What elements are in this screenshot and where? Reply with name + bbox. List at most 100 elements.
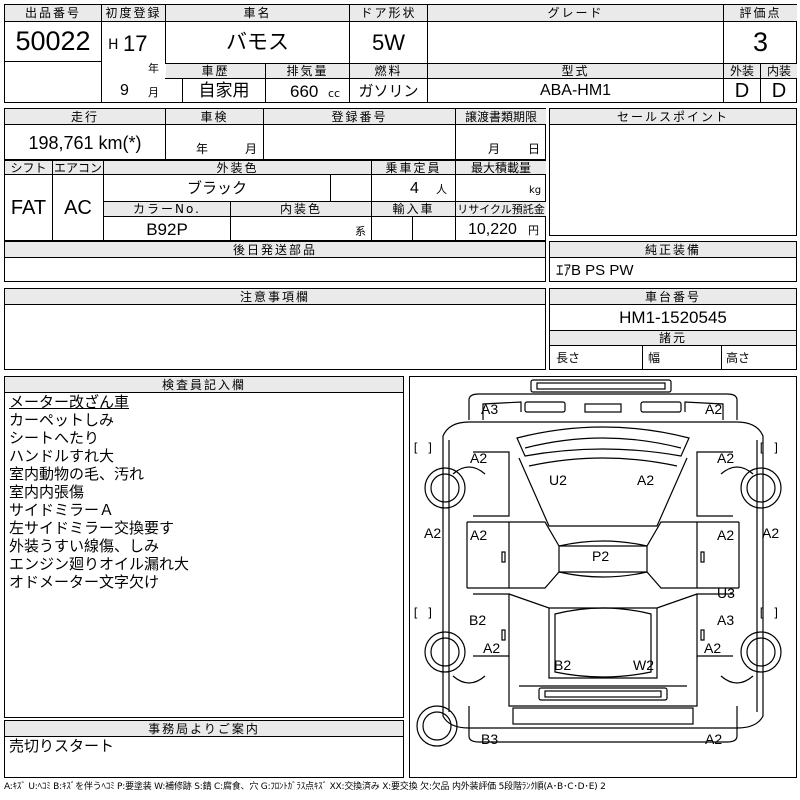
damage-mark: A3 (481, 401, 499, 417)
transfer-month: 月 (488, 142, 501, 156)
displacement-unit: cc (328, 87, 341, 100)
model-label: 型式 (428, 64, 723, 78)
damage-mark: A2 (705, 731, 723, 747)
load-unit: kg (529, 185, 542, 196)
first-reg-year: 17 (123, 31, 148, 56)
damage-mark: W2 (633, 657, 654, 673)
inspector-note-line: サイドミラーＡ (9, 501, 115, 519)
transfer-label: 譲渡書類期限 (456, 109, 546, 124)
fuel-value: ガソリン (358, 81, 419, 100)
inspector-note-line: 室内動物の毛、汚れ (9, 465, 145, 483)
inspector-note-line: ハンドルすれ大 (9, 447, 115, 465)
office-value: 売切りスタート (9, 737, 115, 755)
damage-mark: B2 (554, 657, 572, 673)
car-name: バモス (226, 30, 289, 54)
bracket-right-top: [ ] (758, 441, 780, 455)
inspector-note-line: カーペットしみ (9, 411, 115, 429)
recycle-unit: 円 (528, 224, 539, 237)
year-unit: 年 (148, 62, 159, 75)
car-diagram (416, 379, 782, 747)
mileage-label: 走行 (5, 109, 165, 124)
history-value: 自家用 (198, 80, 250, 101)
damage-mark: A3 (717, 612, 735, 628)
int-color-suffix: 系 (355, 225, 366, 238)
first-reg-month: 9 (120, 82, 129, 99)
damage-mark: A2 (704, 640, 722, 656)
displacement-value: 660 (290, 82, 319, 101)
height-label: 高さ (726, 351, 751, 365)
legend-text: A:ｷｽﾞ U:ﾍｺﾐ B:ｷｽﾞを伴うﾍｺﾐ P:要塗装 W:補修跡 S:錆 … (4, 782, 606, 792)
sales-point-label: セールスポイント (550, 109, 796, 124)
damage-mark: A2 (717, 450, 735, 466)
displacement-label: 排気量 (266, 64, 349, 78)
load-label: 最大積載量 (456, 161, 546, 174)
inspection-year: 年 (196, 142, 209, 156)
inspector-label: 検査員記入欄 (5, 377, 403, 392)
parts-later-label: 後日発送部品 (5, 242, 545, 257)
damage-mark: U2 (549, 472, 567, 488)
plate-label: 登録番号 (264, 109, 455, 124)
month-unit: 月 (148, 86, 159, 99)
aircon-label: エアコン (53, 160, 103, 175)
ext-color-value: ブラック (186, 178, 247, 197)
damage-mark: A2 (424, 525, 442, 541)
damage-mark: A2 (637, 472, 655, 488)
damage-mark: B2 (469, 612, 487, 628)
dims-label: 諸元 (550, 331, 796, 345)
exterior-value: D (734, 80, 750, 102)
mileage-value: 198,761 km(*) (28, 132, 142, 153)
int-color-label: 内装色 (231, 202, 371, 216)
capacity-unit: 人 (436, 183, 447, 196)
damage-mark: A2 (470, 450, 488, 466)
score-value: 3 (752, 27, 769, 57)
first-reg-label: 初度登録 (102, 5, 165, 21)
aircon-value: AC (64, 197, 92, 219)
fuel-label: 燃料 (350, 64, 427, 78)
shift-value: FAT (10, 197, 47, 219)
inspection-label: 車検 (166, 109, 263, 124)
width-label: 幅 (648, 351, 661, 365)
capacity-value: 4 (410, 180, 419, 197)
chassis-value: HM1-1520545 (619, 308, 727, 327)
sales-point-box (549, 108, 797, 236)
damage-mark: P2 (592, 548, 610, 564)
chassis-label: 車台番号 (550, 289, 796, 304)
damage-mark: A2 (762, 525, 780, 541)
bracket-right-mid: [ ] (758, 606, 780, 620)
interior-value: D (771, 80, 787, 102)
grade-value (428, 22, 723, 63)
genuine-label: 純正装備 (550, 242, 796, 257)
plate-value (264, 125, 455, 160)
transfer-day: 日 (528, 142, 541, 156)
color-no-label: カラーNo. (104, 202, 230, 216)
shift-label: シフト (5, 161, 52, 174)
inspection-month: 月 (245, 142, 258, 156)
bracket-left-top: [ ] (412, 441, 434, 455)
office-label: 事務局よりご案内 (5, 721, 403, 736)
color-no-value: B92P (146, 219, 188, 239)
inspector-note-line: 室内内張傷 (9, 483, 85, 501)
damage-mark: U3 (717, 585, 735, 601)
length-label: 長さ (556, 351, 581, 365)
recycle-label: リサイクル預託金 (456, 202, 546, 216)
interior-label: 内装 (761, 64, 797, 78)
grade-label: グレード (428, 5, 723, 21)
inspector-box (4, 376, 404, 718)
damage-mark: A2 (717, 527, 735, 543)
inspector-note-line: 外装うすい線傷、しみ (9, 537, 160, 555)
damage-mark: A2 (705, 401, 723, 417)
car-name-label: 車名 (166, 5, 349, 21)
door-value: 5W (372, 29, 405, 55)
damage-mark: A2 (470, 527, 488, 543)
import-label: 輸入車 (372, 202, 455, 216)
exterior-label: 外装 (724, 64, 760, 78)
history-label: 車歴 (166, 64, 265, 78)
model-value: ABA-HM1 (539, 82, 612, 99)
genuine-value: ｴｱB PS PW (556, 261, 634, 279)
lot-label: 出品番号 (5, 5, 101, 21)
capacity-label: 乗車定員 (372, 161, 455, 174)
inspector-note-line: 左サイドミラー交換要す (9, 519, 175, 537)
notes-label: 注意事項欄 (5, 289, 545, 304)
damage-mark: A2 (483, 640, 501, 656)
recycle-value: 10,220 (468, 221, 517, 238)
